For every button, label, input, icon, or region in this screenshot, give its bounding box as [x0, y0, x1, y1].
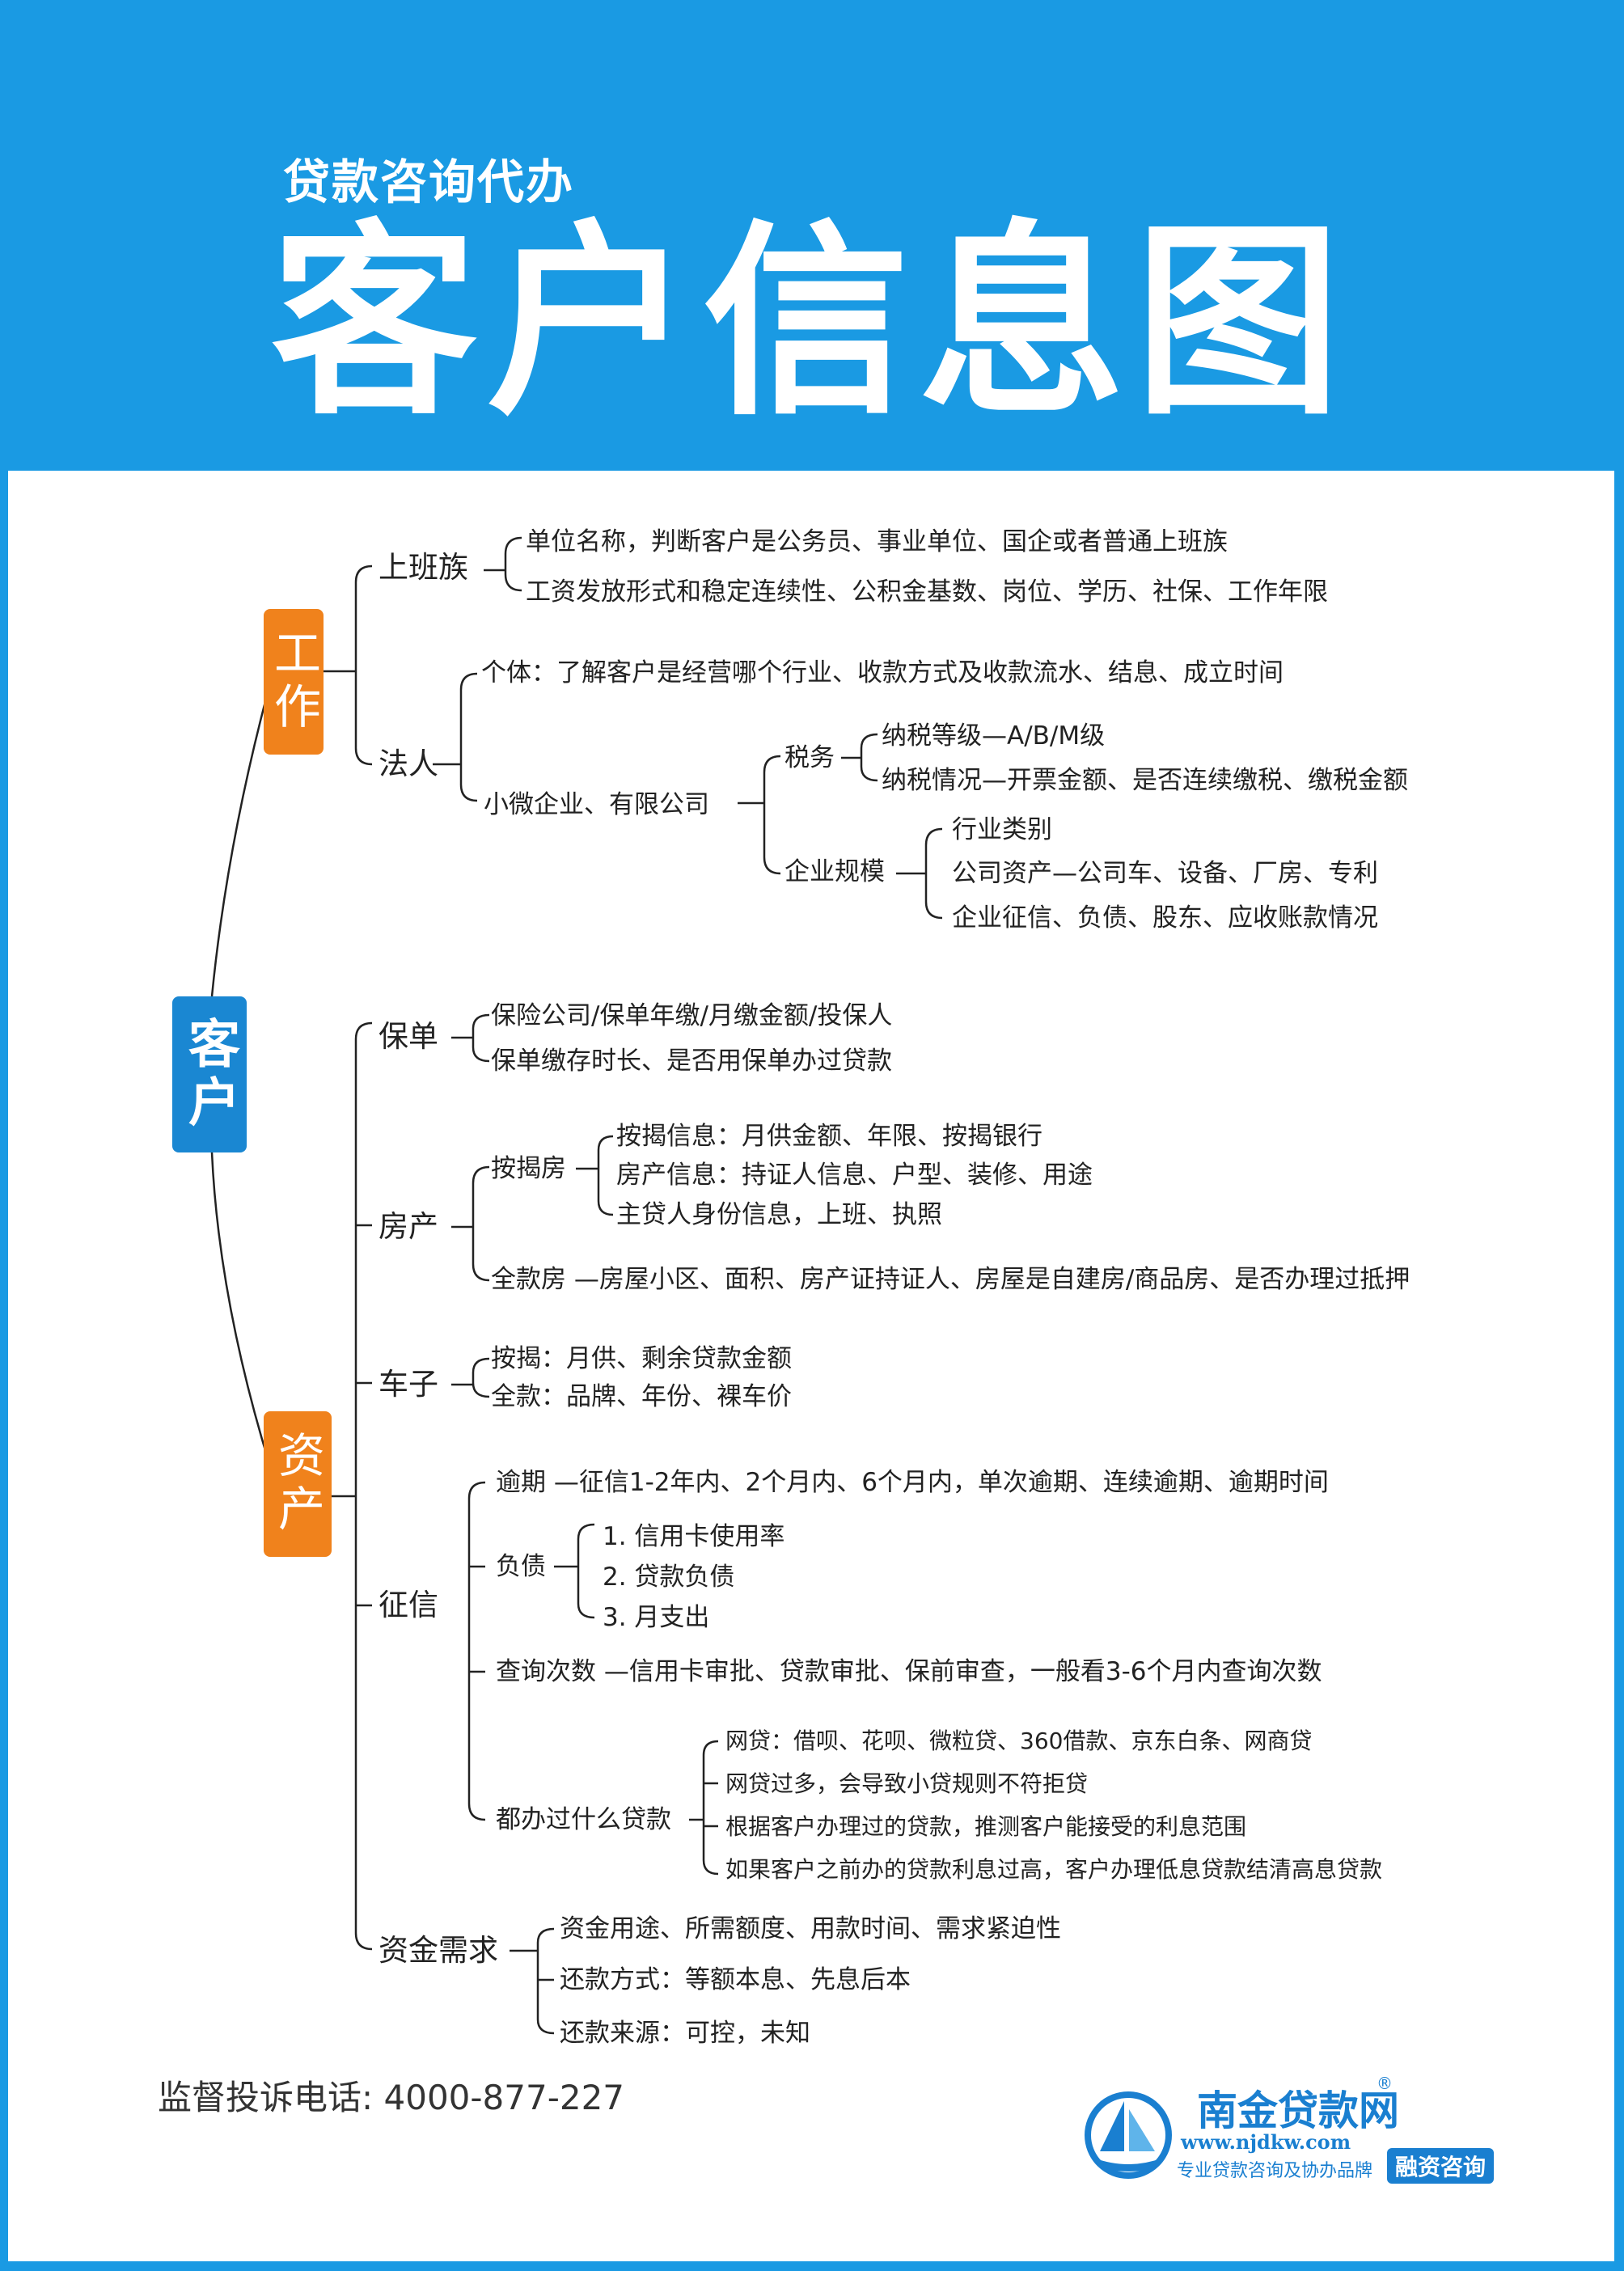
detail-text: 工资发放形式和稳定连续性、公积金基数、岗位、学历、社保、工作年限	[526, 577, 1328, 607]
detail-text: 全款房 —房屋小区、面积、房产证持证人、房屋是自建房/商品房、是否办理过抵押	[491, 1265, 1410, 1294]
logo-name: 南金贷款网	[1197, 2087, 1399, 2134]
category-label-zijin: 资金需求	[379, 1933, 498, 1968]
detail-text: 按揭：月供、剩余贷款金额	[491, 1344, 792, 1373]
detail-text: 纳税等级—A/B/M级	[882, 721, 1106, 751]
detail-text: 如果客户之前办的贷款利息过高，客户办理低息贷款结清高息贷款	[725, 1856, 1383, 1883]
detail-text: 保单缴存时长、是否用保单办过贷款	[491, 1047, 892, 1076]
category-label-faren: 法人	[379, 746, 438, 781]
detail-text: 全款：品牌、年份、裸车价	[491, 1382, 792, 1411]
detail-text: 3. 月支出	[603, 1603, 710, 1632]
detail-text: 根据客户办理过的贷款，推测客户能接受的利息范围	[725, 1813, 1247, 1840]
category-label-fangchan: 房产	[379, 1209, 438, 1244]
detail-text: 主贷人身份信息，上班、执照	[616, 1200, 942, 1229]
complaint-hotline: 监督投诉电话: 4000-877-227	[158, 2078, 625, 2117]
page-subtitle: 贷款咨询代办	[283, 154, 575, 209]
detail-text: 保险公司/保单年缴/月缴金额/投保人	[491, 1001, 893, 1030]
category-label-zhengxin: 征信	[379, 1588, 438, 1622]
branch-node-assets: 资产	[264, 1411, 332, 1557]
detail-text: 1. 信用卡使用率	[603, 1522, 785, 1551]
detail-text: 按揭信息：月供金额、年限、按揭银行	[616, 1122, 1042, 1151]
detail-text: 还款方式：等额本息、先息后本	[560, 1965, 911, 1994]
category-label-shangban: 上班族	[379, 550, 468, 585]
detail-text: 公司资产—公司车、设备、厂房、专利	[952, 859, 1378, 888]
detail-text: 逾期 —征信1-2年内、2个月内、6个月内，单次逾期、连续逾期、逾期时间	[496, 1468, 1329, 1497]
subcategory-label: 按揭房	[491, 1154, 566, 1183]
category-label-baodan: 保单	[379, 1019, 438, 1054]
detail-text: 网贷过多，会导致小贷规则不符拒贷	[725, 1770, 1089, 1797]
subcategory-label: 税务	[785, 743, 835, 772]
header-band: 贷款咨询代办 客户信息图	[0, 0, 1624, 469]
detail-text: 纳税情况—开票金额、是否连续缴税、缴税金额	[882, 766, 1408, 795]
logo-url: www.njdkw.com	[1181, 2130, 1351, 2154]
detail-text: 个体：了解客户是经营哪个行业、收款方式及收款流水、结息、成立时间	[481, 658, 1284, 687]
registered-mark: ®	[1377, 2074, 1393, 2093]
branch-node-work: 工作	[264, 609, 324, 755]
brand-logo: 南金贷款网 ® www.njdkw.com 专业贷款咨询及协办品牌 融资咨询	[1084, 2074, 1537, 2192]
page-title: 客户信息图	[271, 203, 1351, 443]
root-node-customer: 客户	[172, 996, 247, 1152]
subcategory-label: 企业规模	[785, 857, 885, 886]
detail-text: 单位名称，判断客户是公务员、事业单位、国企或者普通上班族	[526, 527, 1228, 556]
detail-text: 房产信息：持证人信息、户型、装修、用途	[616, 1161, 1093, 1190]
detail-text: 查询次数 —信用卡审批、贷款审批、保前审查，一般看3-6个月内查询次数	[496, 1657, 1322, 1686]
detail-text: 网贷：借呗、花呗、微粒贷、360借款、京东白条、网商贷	[725, 1728, 1313, 1754]
detail-text: 企业征信、负债、股东、应收账款情况	[952, 903, 1378, 933]
subcategory-label: 都办过什么贷款	[496, 1805, 671, 1834]
detail-text: 还款来源：可控，未知	[560, 2019, 810, 2048]
subcategory-label: 小微企业、有限公司	[484, 790, 709, 819]
category-label-chezi: 车子	[379, 1367, 438, 1402]
logo-slogan: 专业贷款咨询及协办品牌	[1177, 2161, 1373, 2181]
detail-text: 2. 贷款负债	[603, 1563, 735, 1592]
detail-text: 行业类别	[952, 815, 1052, 844]
detail-text: 资金用途、所需额度、用款时间、需求紧迫性	[560, 1914, 1061, 1943]
subcategory-label: 负债	[496, 1552, 546, 1581]
sailboat-icon	[1085, 2091, 1172, 2179]
content-panel	[8, 471, 1614, 2261]
logo-tag: 融资咨询	[1387, 2148, 1495, 2184]
